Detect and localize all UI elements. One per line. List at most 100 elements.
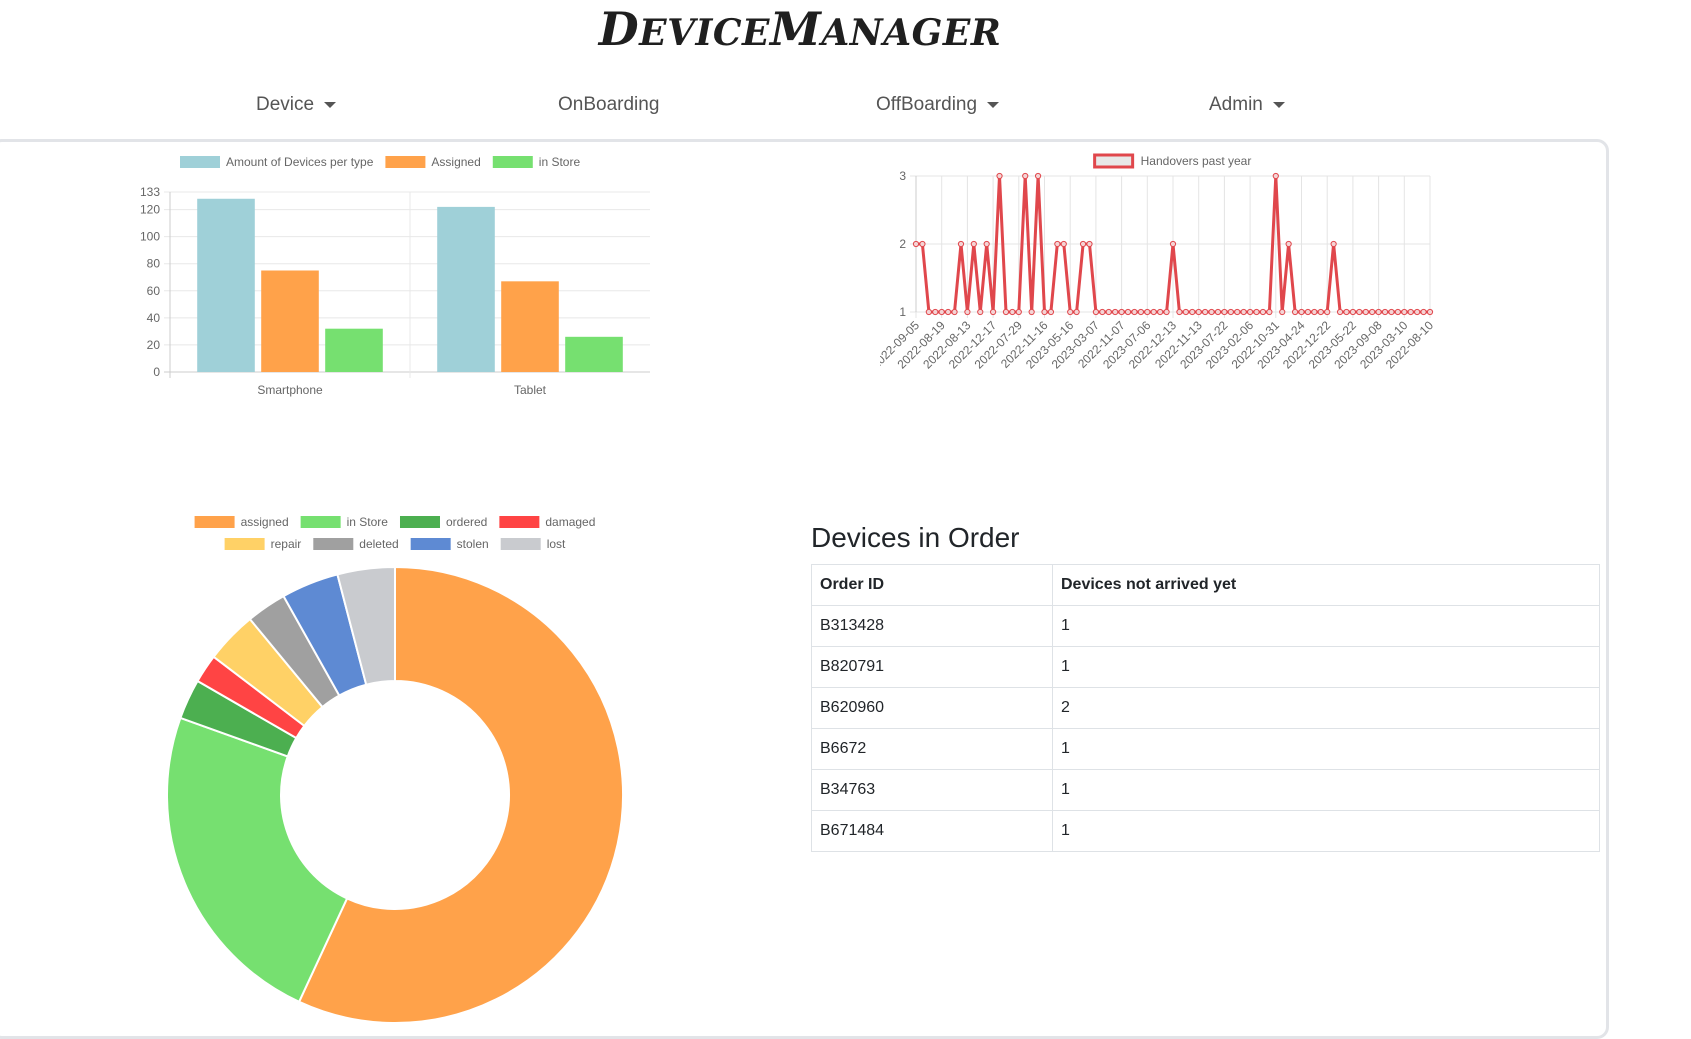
data-point [1073,308,1080,316]
data-point [1285,240,1292,248]
data-point [1227,308,1234,316]
y-tick-label: 133 [140,185,160,199]
data-point [951,308,958,316]
donut-slice [336,565,396,686]
data-point [1330,240,1337,248]
data-point [1112,308,1119,316]
caret-down-icon [987,102,1000,108]
data-point [1266,308,1273,316]
order-id-cell: B6672 [811,728,1053,770]
nav-item-label: Admin [1209,94,1263,115]
caret-down-icon [1272,102,1285,108]
nav-item-offboarding[interactable]: OffBoarding [876,88,1000,122]
data-point [1259,308,1267,316]
data-point [1362,308,1369,316]
data-point [957,240,965,248]
data-point [1067,308,1074,316]
data-point [1054,240,1061,248]
data-point [1131,308,1138,316]
data-point [1144,308,1151,316]
data-point [1324,308,1331,316]
data-point [1208,308,1215,316]
orders-title: Devices in Order [811,522,1020,553]
data-point [1414,308,1421,316]
data-point [1426,308,1434,316]
data-point [990,308,997,316]
title-part: ANAGER [821,12,1002,54]
title-part: D [598,2,640,56]
legend-label: ordered [446,515,487,529]
data-point [1240,308,1247,316]
column-header: Devices not arrived yet [1052,564,1600,606]
bar [197,198,255,372]
data-point [1369,308,1376,316]
main-nav: Device OnBoarding OffBoarding Admin [0,88,1600,128]
data-point [1099,308,1106,316]
nav-item-label: OffBoarding [876,94,978,115]
nav-item-admin[interactable]: Admin [1209,88,1285,122]
donut-slice [166,716,349,1004]
data-point [1041,308,1048,316]
legend-swatch [180,156,220,168]
legend-label: stolen [457,537,489,551]
x-tick-label: Tablet [514,383,547,397]
bar [261,270,319,372]
bar [501,281,559,372]
data-point [1407,308,1414,316]
nav-item-device[interactable]: Device [256,88,337,122]
title-part: M [769,2,822,56]
data-point [1221,308,1228,316]
data-point [1214,308,1222,316]
data-point [1375,308,1382,316]
y-tick-label: 1 [899,305,906,319]
y-tick-label: 0 [153,365,160,379]
data-point [1015,308,1022,316]
data-point [1150,308,1157,316]
order-id-cell: B820791 [811,646,1053,688]
data-point [977,308,984,316]
data-point [1272,172,1279,180]
data-point [925,308,932,316]
data-point [945,308,952,316]
data-point [1157,308,1164,316]
legend-label: damaged [545,515,595,529]
not-arrived-cell: 1 [1052,769,1600,811]
legend-label: Amount of Devices per type [226,155,374,169]
data-point [1311,308,1318,316]
data-point [970,240,977,248]
data-point [1124,308,1132,316]
legend-label: in Store [347,515,389,529]
not-arrived-cell: 1 [1052,646,1600,688]
nav-item-label: Device [256,94,315,115]
data-point [1202,308,1209,316]
data-point [919,240,926,248]
nav-item-onboarding[interactable]: OnBoarding [558,88,659,122]
legend-swatch [300,516,341,528]
data-point [1317,308,1324,316]
legend-label: deleted [359,537,398,551]
data-point [1304,308,1312,316]
data-point [1079,240,1087,248]
y-tick-label: 120 [140,203,160,217]
data-point [1028,308,1035,316]
data-point [1401,308,1408,316]
data-point [1189,308,1196,316]
data-point [1137,308,1144,316]
order-id-cell: B313428 [811,605,1053,647]
data-point [1298,308,1305,316]
data-point [1388,308,1395,316]
y-tick-label: 3 [899,169,906,183]
legend-swatch [492,156,533,168]
legend-label: lost [547,537,566,551]
data-point [932,308,939,316]
data-point [1002,308,1010,316]
data-point [1420,308,1427,316]
legend-swatch [194,516,235,528]
caret-down-icon [324,102,337,108]
